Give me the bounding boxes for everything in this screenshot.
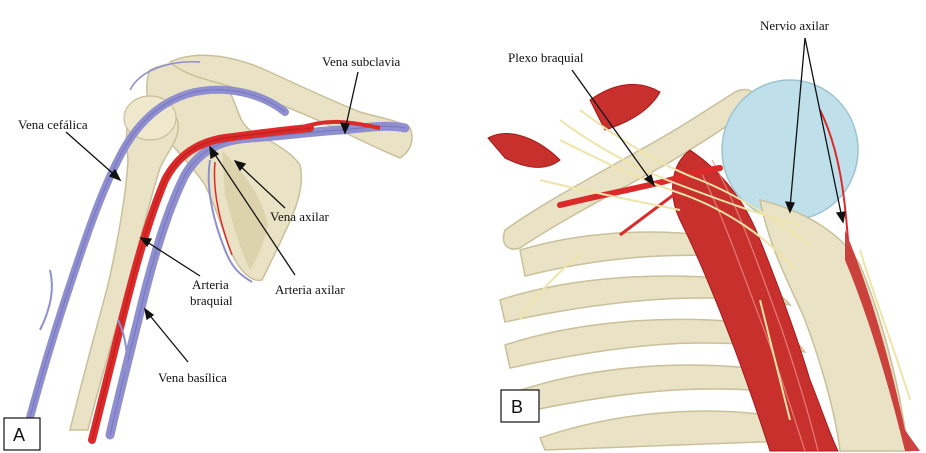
panel-b-letter: B: [511, 397, 523, 417]
label-nervio-axilar: Nervio axilar: [760, 18, 830, 33]
label-arteria-axilar: Arteria axilar: [275, 282, 345, 297]
label-plexo-braquial: Plexo braquial: [508, 50, 584, 65]
label-arteria-braquial-line1: Arteria: [192, 277, 229, 292]
label-vena-subclavia: Vena subclavia: [322, 54, 401, 69]
panel-b: Plexo braquial Nervio axilar B: [478, 2, 924, 451]
panel-a-letter: A: [13, 425, 25, 445]
label-arteria-braquial-line2: braquial: [190, 293, 233, 308]
panel-a: Vena subclavia Vena cefálica Vena axilar…: [2, 2, 457, 451]
label-vena-basilica: Vena basílica: [158, 370, 227, 385]
label-vena-cefalica: Vena cefálica: [18, 117, 88, 132]
label-vena-axilar: Vena axilar: [270, 209, 330, 224]
